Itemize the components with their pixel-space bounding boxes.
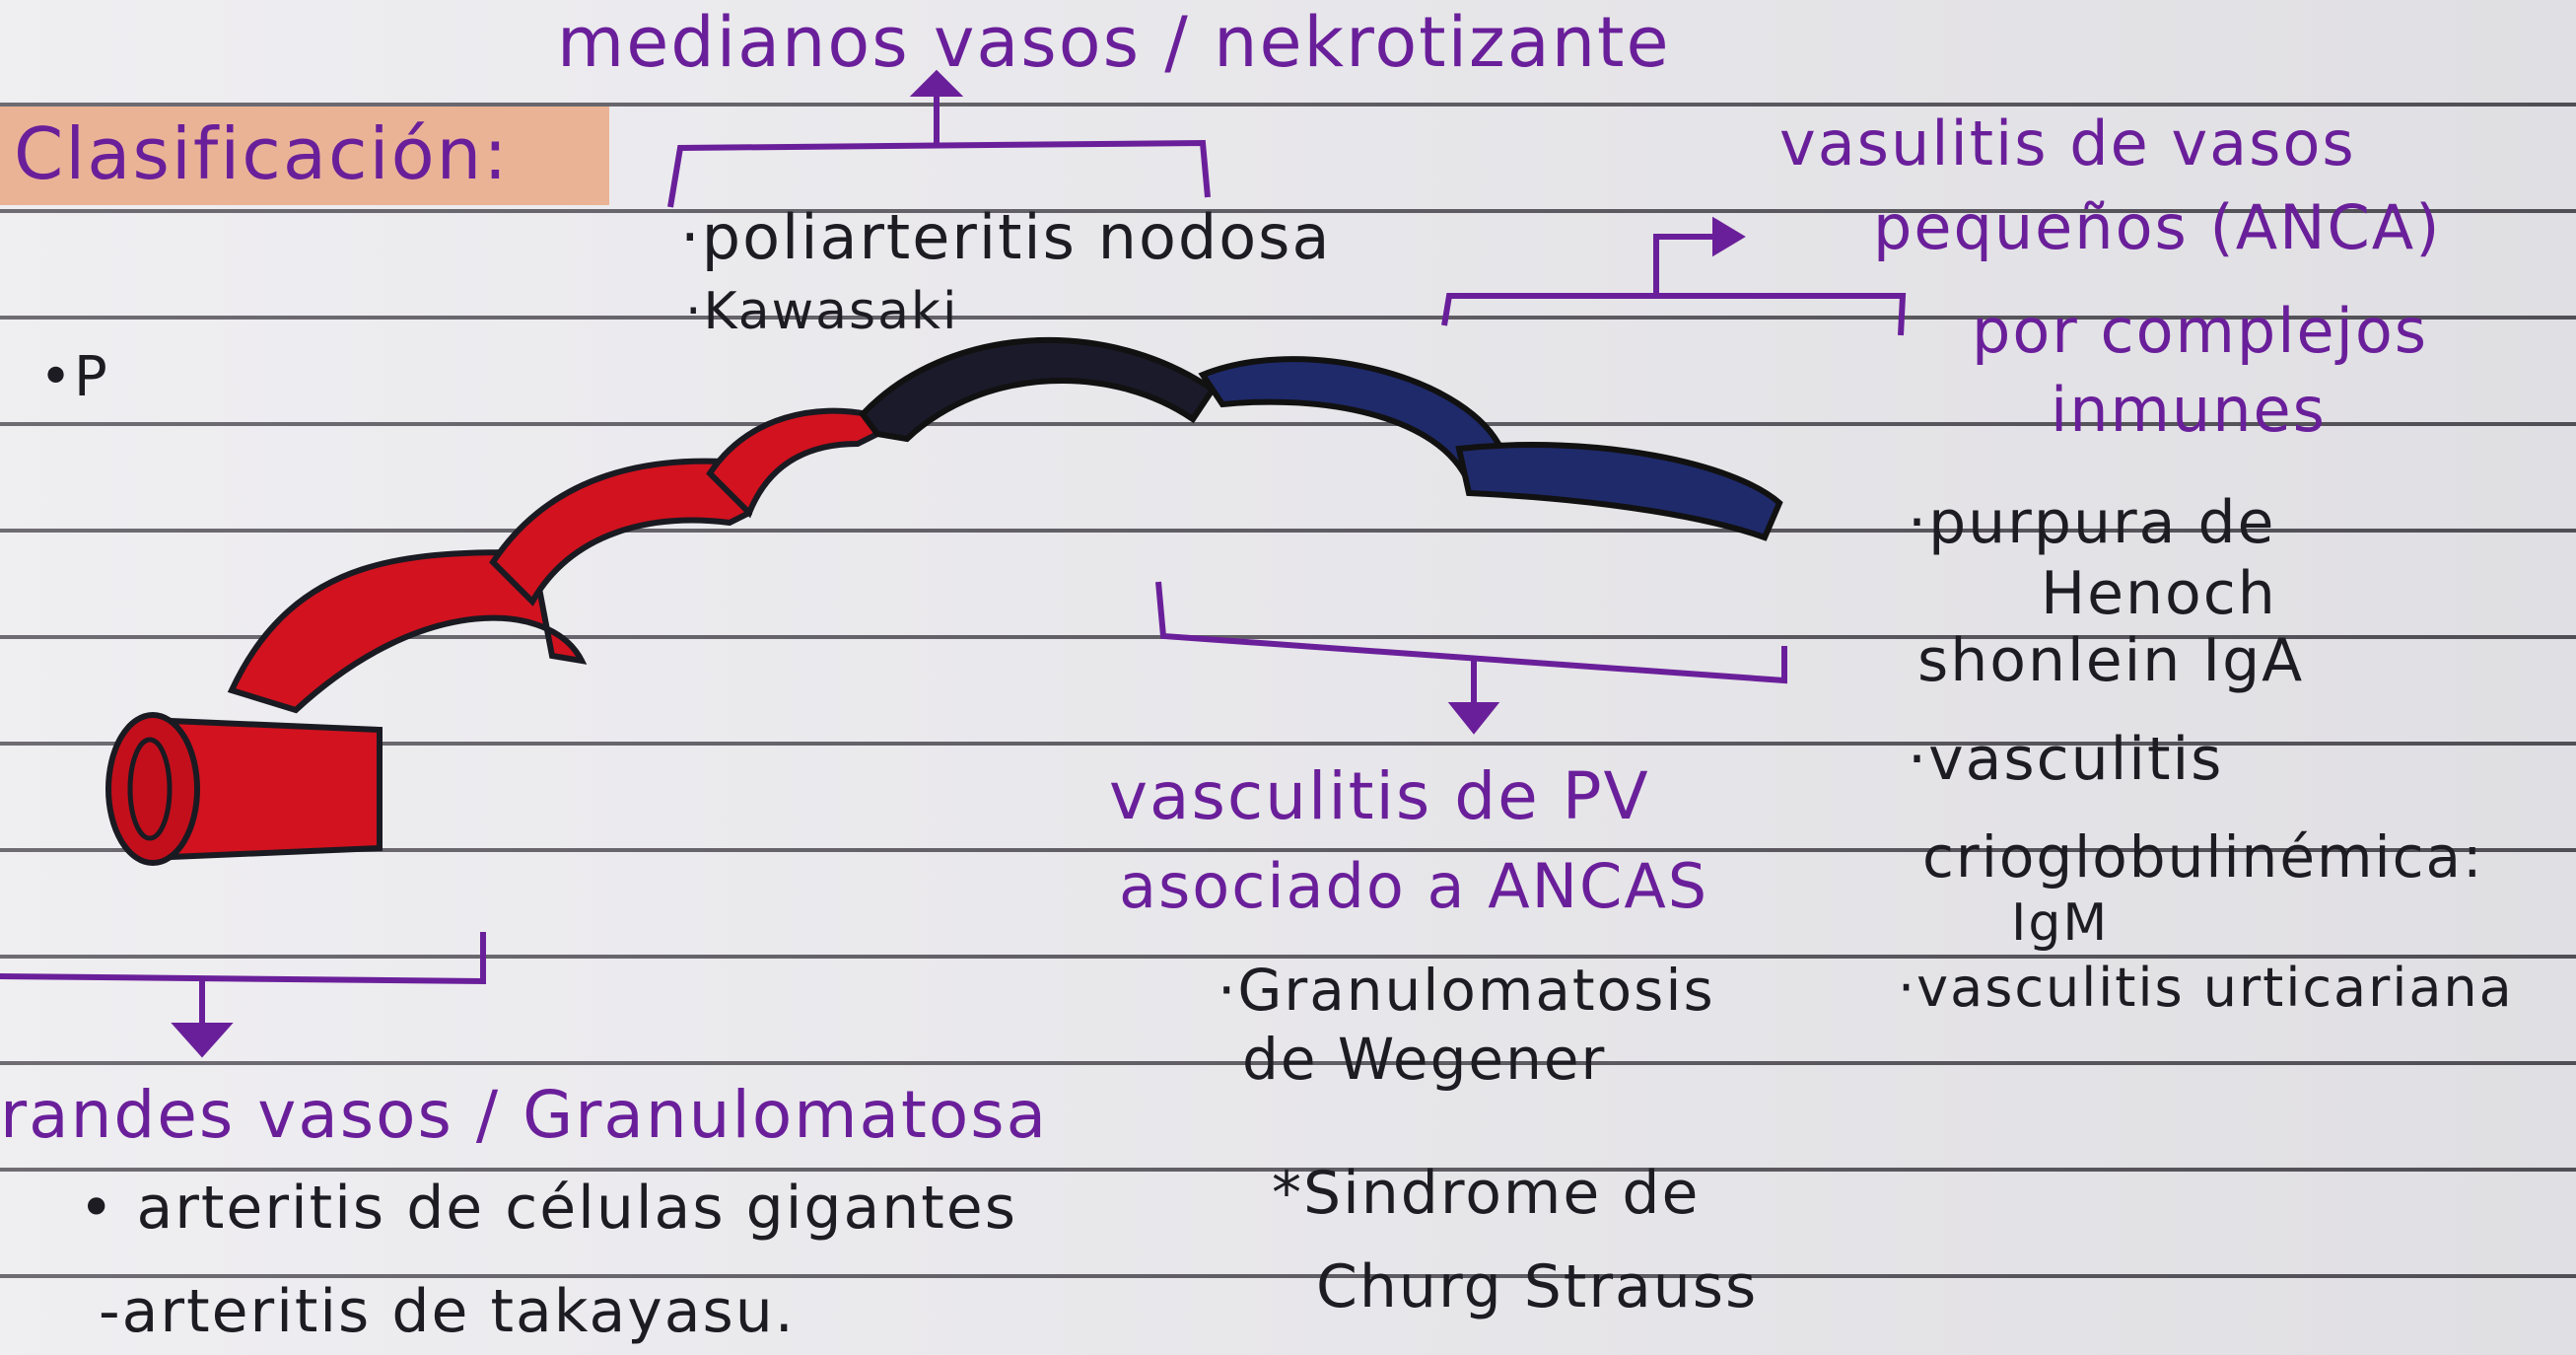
pv-header-1: vasculitis de PV xyxy=(1109,758,1650,834)
vessel-arch-navy xyxy=(1198,356,1502,489)
immune-item-6: IgM xyxy=(2011,893,2110,953)
vessel-cylinder-opening xyxy=(105,712,200,866)
immune-item-3: shonlein IgA xyxy=(1917,626,2305,695)
large-item-2: -arteritis de takayasu. xyxy=(99,1277,796,1346)
immune-header-2: inmunes xyxy=(2051,374,2327,446)
immune-item-4: ·vasculitis xyxy=(1908,725,2224,794)
large-vessels-header: randes vasos / Granulomatosa xyxy=(0,1077,1049,1153)
vessel-arch-2 xyxy=(489,458,752,606)
pv-item-4: Churg Strauss xyxy=(1316,1252,1759,1321)
pv-item-3: *Sindrome de xyxy=(1272,1159,1701,1228)
bracket-large xyxy=(0,932,486,1058)
bracket-medium xyxy=(667,69,1211,208)
bracket-pv xyxy=(1155,581,1787,735)
classification-label: Clasificación: xyxy=(14,112,510,195)
classification-highlight xyxy=(0,107,609,205)
immune-item-1: ·purpura de xyxy=(1908,488,2276,557)
medium-item-1: ·poliarteritis nodosa xyxy=(680,201,1332,273)
vessel-arch-3 xyxy=(706,407,882,519)
immune-item-7: ·vasculitis urticariana xyxy=(1898,957,2514,1019)
large-item-1: • arteritis de células gigantes xyxy=(79,1174,1017,1243)
vessel-arch-black xyxy=(859,337,1218,443)
small-vessels-header-2: pequeños (ANCA) xyxy=(1873,191,2442,263)
p-bullet: •P xyxy=(39,345,109,409)
pv-item-1: ·Granulomatosis xyxy=(1218,957,1715,1024)
immune-item-5: crioglobulinémica: xyxy=(1922,823,2484,891)
medium-item-2: ·Kawasaki xyxy=(685,282,959,341)
medium-vessels-header: medianos vasos / nekrotizante xyxy=(557,2,1671,83)
small-vessels-header-1: vasulitis de vasos xyxy=(1779,107,2356,179)
vessel-arch-large xyxy=(227,548,588,714)
immune-item-2: Henoch xyxy=(2041,559,2277,628)
pv-header-2: asociado a ANCAS xyxy=(1119,850,1709,922)
pv-item-2: de Wegener xyxy=(1242,1026,1607,1093)
vessel-arch-navy-end xyxy=(1455,442,1783,541)
immune-header-1: por complejos xyxy=(1972,295,2429,367)
bracket-small xyxy=(1441,216,1907,336)
